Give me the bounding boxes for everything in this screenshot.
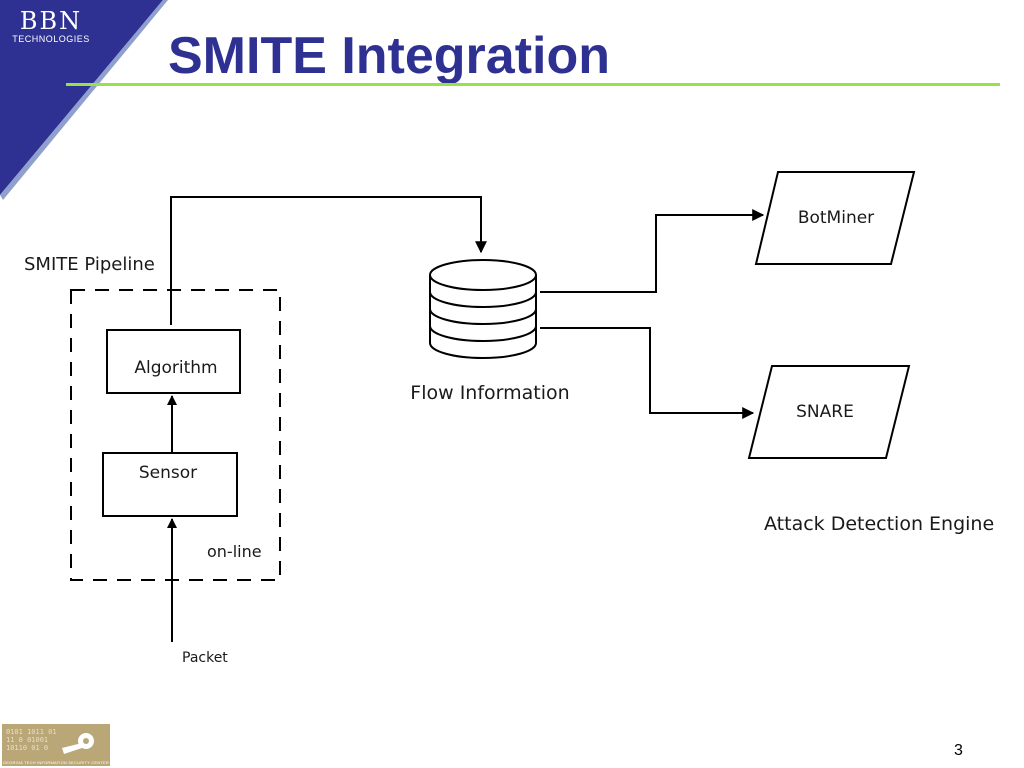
- pipeline-label: SMITE Pipeline: [24, 254, 155, 275]
- gtisc-logo: 0101 1011 01 11 0 01001 10110 01 0 GEORG…: [2, 724, 110, 766]
- key-icon: [62, 733, 94, 754]
- algorithm-to-flow-arrow: [170, 196, 487, 325]
- snare-label: SNARE: [796, 402, 854, 422]
- botminer-label: BotMiner: [798, 208, 874, 228]
- pipeline-dashed-box: [70, 289, 281, 581]
- logo-main-text: BBN: [19, 7, 83, 35]
- packet-label: Packet: [182, 650, 228, 666]
- algorithm-box: [106, 329, 241, 394]
- flow-to-snare-arrow: [540, 327, 755, 419]
- slide-title: SMITE Integration: [168, 27, 610, 85]
- sensor-box: [102, 452, 238, 517]
- flow-to-botminer-arrow: [540, 209, 765, 293]
- flow-information-label: Flow Information: [410, 382, 569, 404]
- algorithm-label: Algorithm: [134, 358, 217, 378]
- online-label: on-line: [207, 542, 262, 561]
- botminer-shape: [754, 171, 916, 265]
- bbn-logo: BBN TECHNOLOGIES: [8, 8, 94, 44]
- snare-shape: [747, 365, 911, 459]
- logo-caption: GEORGIA TECH INFORMATION SECURITY CENTER: [2, 760, 109, 765]
- logo-sub-text: TECHNOLOGIES: [12, 34, 90, 44]
- flow-database-icon: [429, 259, 537, 359]
- attack-detection-engine-label: Attack Detection Engine: [764, 513, 994, 535]
- logo-binary-pattern: 0101 1011 01 11 0 01001 10110 01 0: [6, 728, 57, 752]
- title-underline: [66, 83, 1000, 86]
- page-number: 3: [954, 742, 963, 759]
- corner-decoration: [0, 0, 168, 200]
- sensor-label: Sensor: [139, 463, 197, 483]
